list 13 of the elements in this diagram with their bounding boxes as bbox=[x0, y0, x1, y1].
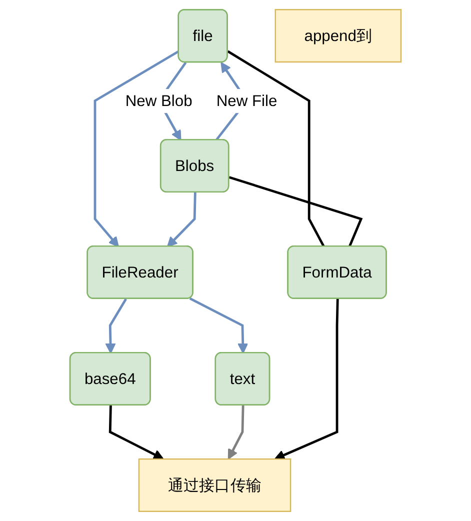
arrow bbox=[105, 298, 127, 354]
arrow bbox=[228, 405, 244, 460]
connector bbox=[228, 176, 363, 248]
arrow bbox=[189, 297, 248, 354]
edge-label: New Blob bbox=[125, 91, 192, 110]
edge-label: New File bbox=[216, 91, 278, 110]
arrow bbox=[108, 405, 164, 460]
arrow bbox=[166, 192, 196, 248]
node-box: append到 bbox=[274, 9, 402, 63]
arrow bbox=[274, 298, 339, 460]
node-box: 通过接口传输 bbox=[138, 458, 292, 512]
connector bbox=[227, 50, 325, 248]
arrow bbox=[94, 50, 180, 248]
